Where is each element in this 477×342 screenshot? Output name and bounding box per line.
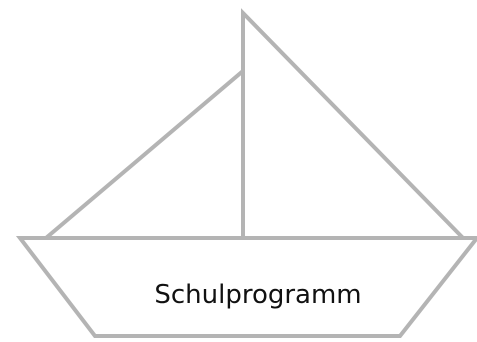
left-sail <box>46 71 243 238</box>
right-sail <box>243 13 463 238</box>
hull-label: Schulprogramm <box>154 280 361 310</box>
